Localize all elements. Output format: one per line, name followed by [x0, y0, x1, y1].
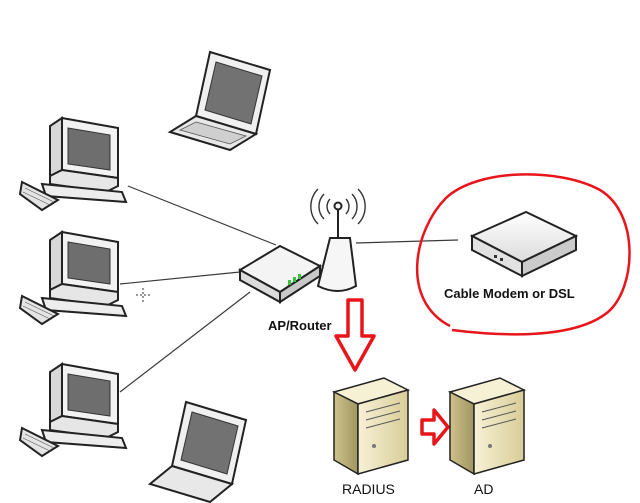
modem-label: Cable Modem or DSL: [444, 286, 575, 301]
laptop-icon: [167, 50, 272, 152]
wireless-signal-icon: [310, 188, 366, 225]
laptop-icon: [147, 400, 248, 503]
desktop-computer-icon: [18, 230, 128, 326]
desktop-computer-icon: [18, 116, 128, 212]
connection-lines: [119, 185, 459, 393]
line-desktop1-router: [127, 185, 277, 246]
desktop-computer-icon: [18, 362, 128, 458]
server-icon: [447, 377, 527, 476]
radius-label: RADIUS: [342, 481, 395, 497]
wireless-router-icon: [237, 244, 323, 304]
red-circle-annotation: [416, 173, 631, 336]
router-label: AP/Router: [268, 318, 332, 333]
line-desktop3-router: [119, 291, 251, 393]
router-status-lights: [288, 274, 301, 285]
red-arrow-icon: [334, 298, 376, 372]
line-router-modem: [355, 239, 459, 244]
red-arrow-icon: [420, 408, 450, 446]
cursor-crosshair-icon: [136, 288, 150, 302]
cable-modem-icon: [469, 210, 579, 278]
ad-label: AD: [474, 481, 493, 497]
line-desktop2-router: [119, 271, 241, 285]
server-icon: [331, 377, 411, 476]
antenna-icon: [310, 188, 366, 292]
